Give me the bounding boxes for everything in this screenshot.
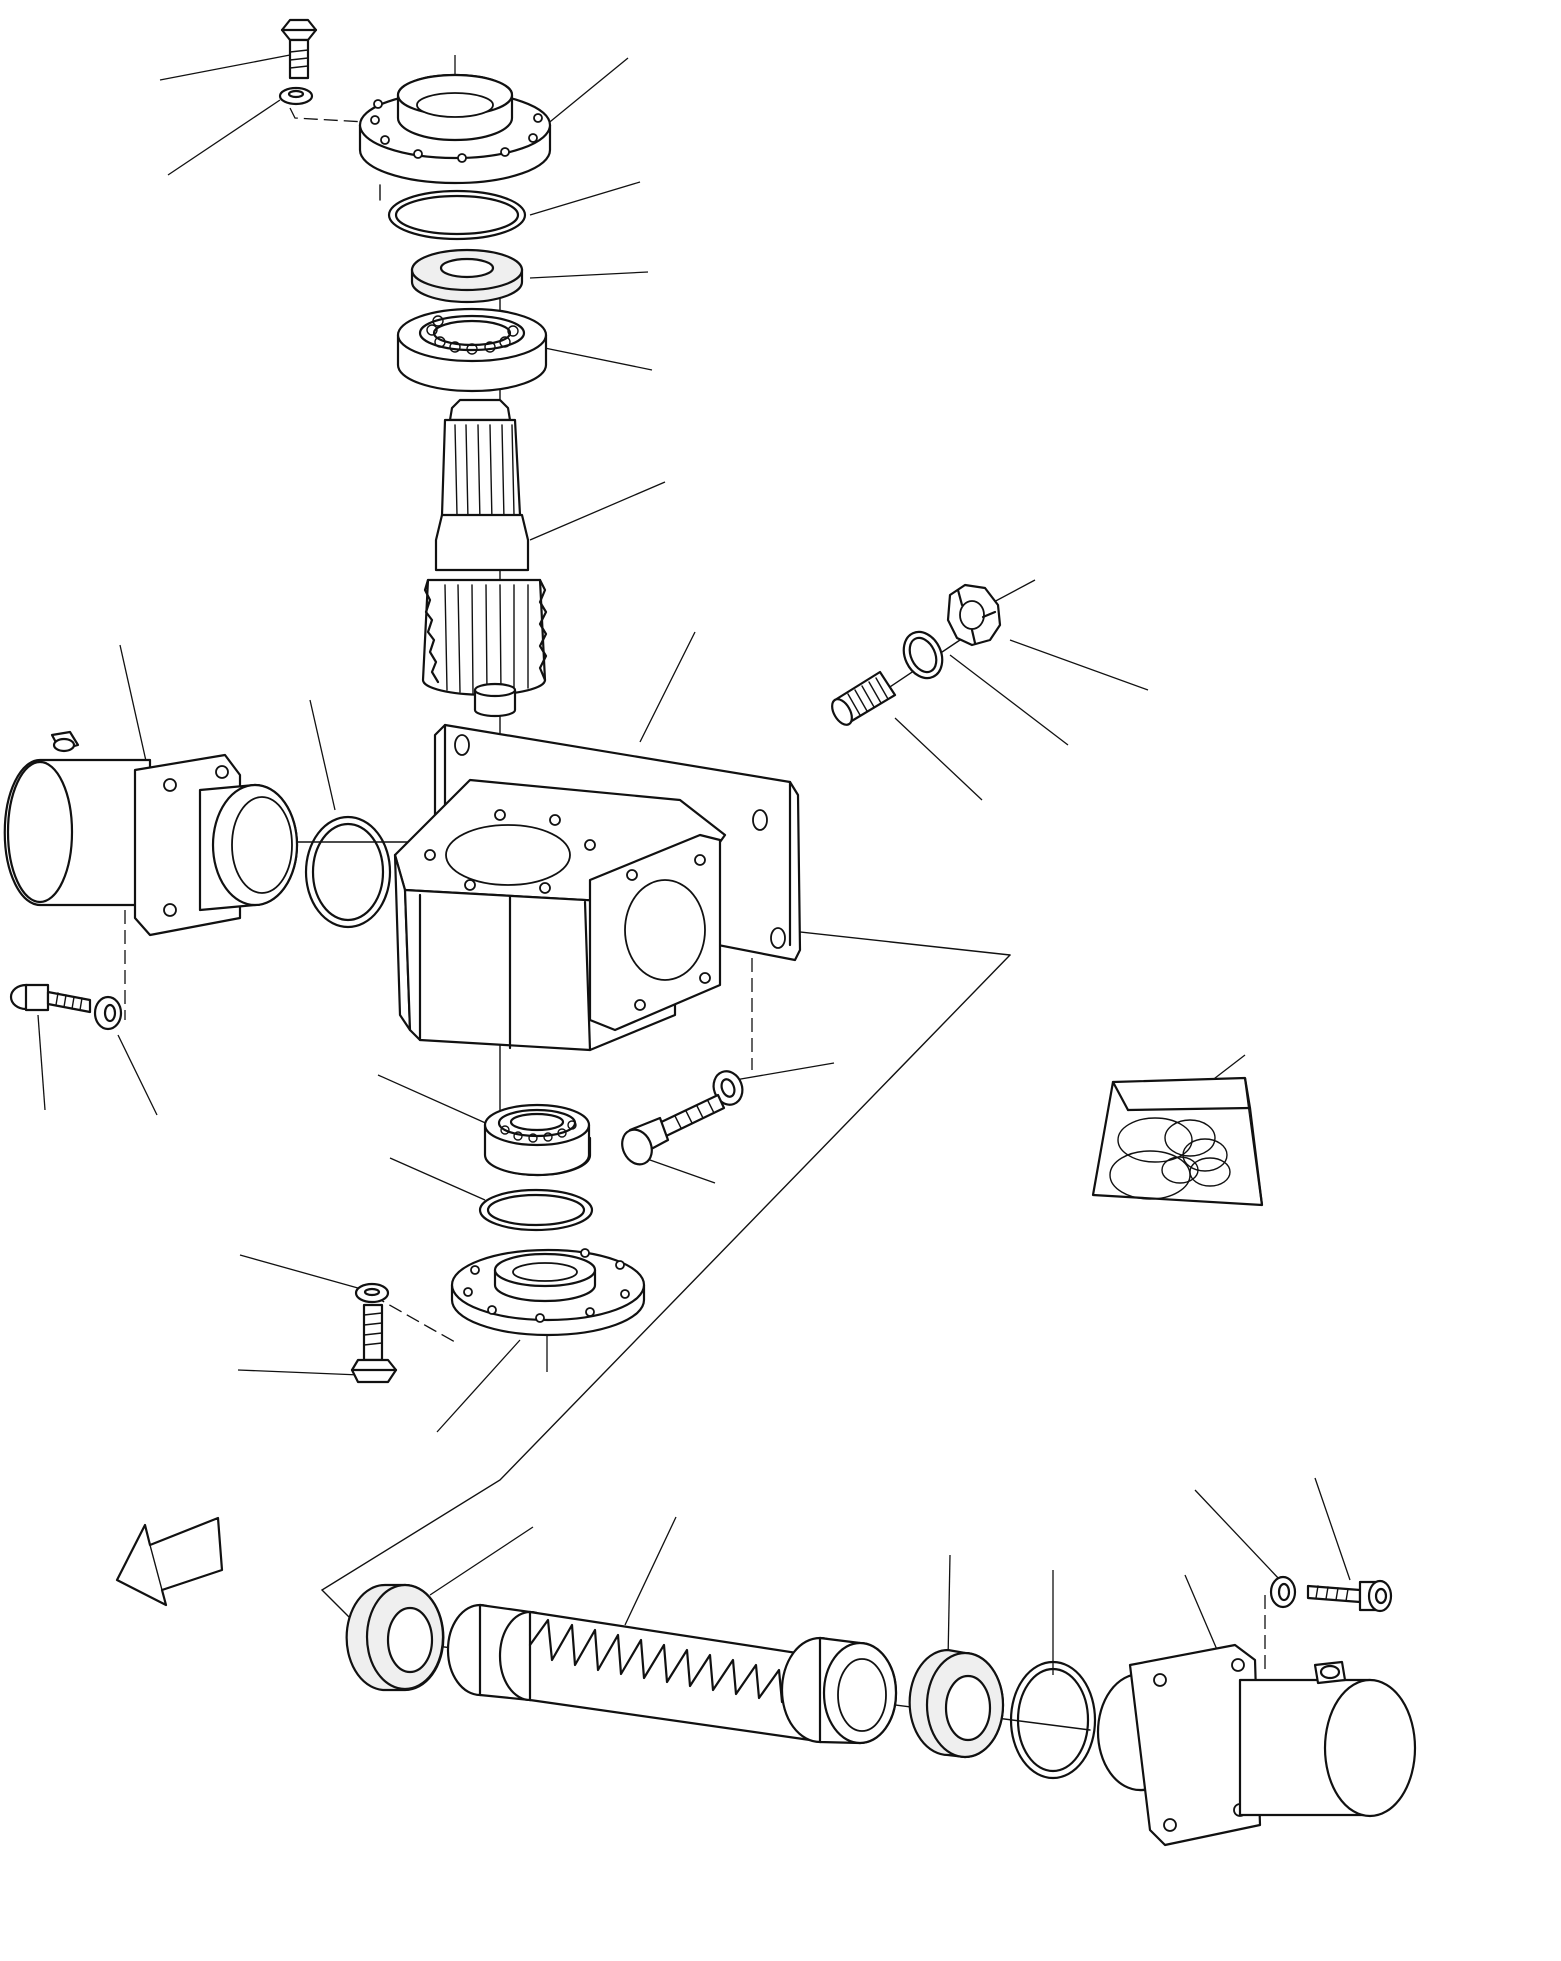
gear-housing <box>393 723 802 1052</box>
seal-kit <box>1091 1076 1264 1207</box>
rack-seal-left <box>345 1583 445 1692</box>
lower-washer <box>354 1282 390 1304</box>
leader-lines <box>37 54 1351 1681</box>
lower-o-ring <box>478 1188 594 1232</box>
upper-o-ring <box>387 189 527 241</box>
upper-bolt <box>280 18 318 80</box>
front-direction-arrow <box>115 1516 224 1607</box>
left-end-cap <box>3 730 299 937</box>
lower-ball-bearing <box>483 1103 592 1177</box>
right-cap-washer <box>1269 1575 1297 1609</box>
rack-bar <box>446 1603 898 1745</box>
right-end-cap <box>1096 1643 1417 1847</box>
left-cap-bolt <box>9 983 92 1014</box>
left-cap-washer <box>93 995 123 1031</box>
pinion-shaft <box>421 398 548 718</box>
upper-flange-cover <box>358 73 552 185</box>
right-o-ring <box>1009 1660 1097 1780</box>
lock-nut <box>946 583 1002 647</box>
rack-seal-right <box>908 1648 1005 1759</box>
lower-bolt <box>350 1303 398 1384</box>
nut-washer <box>902 630 944 680</box>
upper-washer <box>278 86 314 106</box>
right-cap-bolt <box>1306 1579 1393 1613</box>
upper-oil-seal <box>410 248 524 304</box>
lower-flange-cover <box>450 1248 646 1337</box>
left-o-ring <box>304 815 392 929</box>
housing-washer <box>712 1070 744 1106</box>
housing-bolt <box>621 1093 726 1166</box>
adjusting-screw <box>831 670 897 726</box>
upper-ball-bearing <box>396 307 548 393</box>
